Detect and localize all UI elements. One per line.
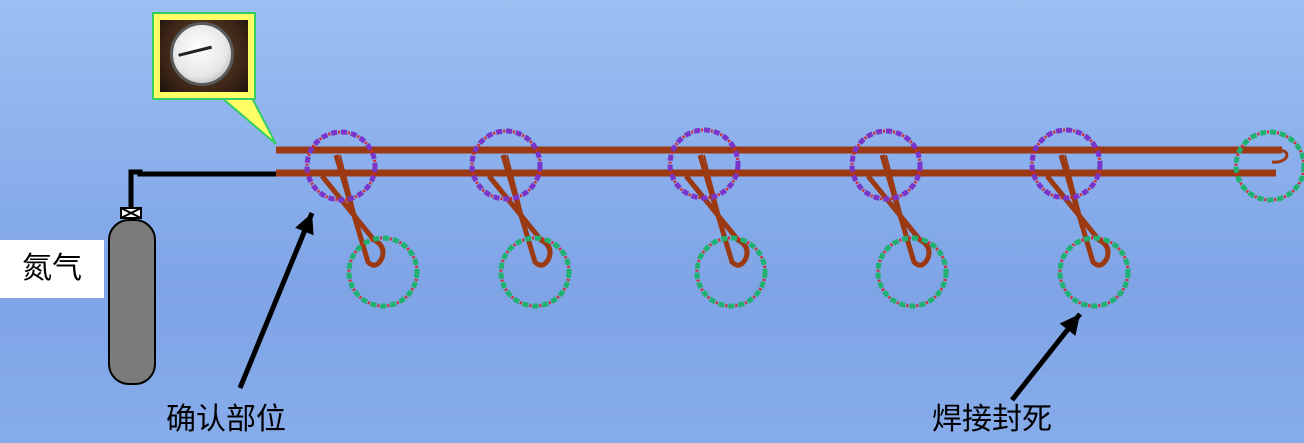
seal-ring [1233,129,1304,203]
pipe-end-bend [1271,148,1289,164]
nitrogen-label: 氮气 [0,240,104,298]
seal-ring [498,235,572,309]
nitrogen-feed-line [120,169,276,219]
branch-pipe [487,154,553,268]
nitrogen-cylinder-icon [108,219,156,385]
valve-cross [120,207,142,219]
gauge-callout-pointer [219,97,277,145]
confirm-point-label: 确认部位 [166,402,286,437]
inspection-ring [304,129,378,203]
inspection-ring [667,127,741,201]
callout-tail [219,97,277,145]
seal-ring [1057,235,1131,309]
weld-seal-label: 焊接封死 [932,402,1052,437]
pressure-gauge-icon [160,20,248,92]
seal-ring [346,235,420,309]
feed-line [128,169,276,208]
marker-rings [304,127,1304,309]
seal-ring [694,235,768,309]
main-pipe [276,146,1289,177]
confirm-point-arrow-head [295,213,314,236]
inspection-ring [1029,127,1103,201]
branch-pipe [1045,154,1111,268]
seal-ring [875,235,949,309]
inspection-ring [849,128,923,202]
weld-seal-arrow-head [1059,314,1080,336]
pointer-arrows [237,212,1082,402]
inspection-ring [469,128,543,202]
branch-pipe [320,154,386,268]
gauge-dial [170,22,234,86]
pressure-gauge-callout [152,12,256,100]
branch-pipe-inner [339,154,367,257]
cylinder-body [108,219,156,385]
confirm-point-arrow [237,212,315,389]
branch-pipe [684,154,750,268]
